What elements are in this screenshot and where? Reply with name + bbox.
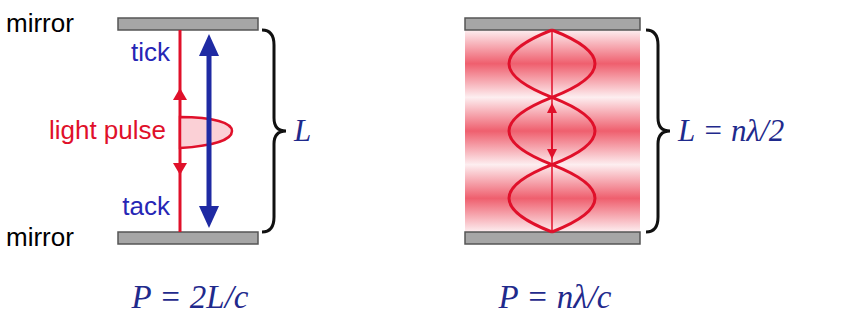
arrow-head [173, 88, 187, 100]
tack-label: tack [122, 192, 170, 222]
length-formula: L = nλ/2 [678, 113, 784, 149]
axis-line [551, 30, 553, 232]
standing-wave-curve [552, 30, 595, 232]
mirror-plate [118, 232, 258, 244]
arrow-head [547, 103, 557, 113]
arrow-head [547, 149, 557, 159]
mirror-plate [465, 18, 640, 30]
length-label: L [294, 113, 311, 149]
oscillation-arrow [551, 112, 553, 150]
length-brace [646, 30, 670, 232]
mirror-label: mirror [6, 223, 74, 253]
arrow-head [199, 206, 219, 228]
pulse-label: light pulse [49, 116, 166, 146]
mirror-label: mirror [6, 9, 74, 39]
tick-tack-arrow [207, 52, 212, 210]
length-brace [262, 30, 286, 232]
arrow-head [173, 163, 187, 175]
standing-wave-bands [465, 30, 640, 232]
standing-wave-curve [509, 30, 552, 232]
arrow-head [199, 34, 219, 56]
mirror-plate [465, 232, 640, 244]
light-pulse-shape [180, 117, 232, 148]
tick-label: tick [131, 38, 170, 68]
period-formula: P = 2L/c [132, 279, 249, 317]
mirror-plate [118, 18, 258, 30]
period-formula: P = nλ/c [499, 279, 612, 317]
